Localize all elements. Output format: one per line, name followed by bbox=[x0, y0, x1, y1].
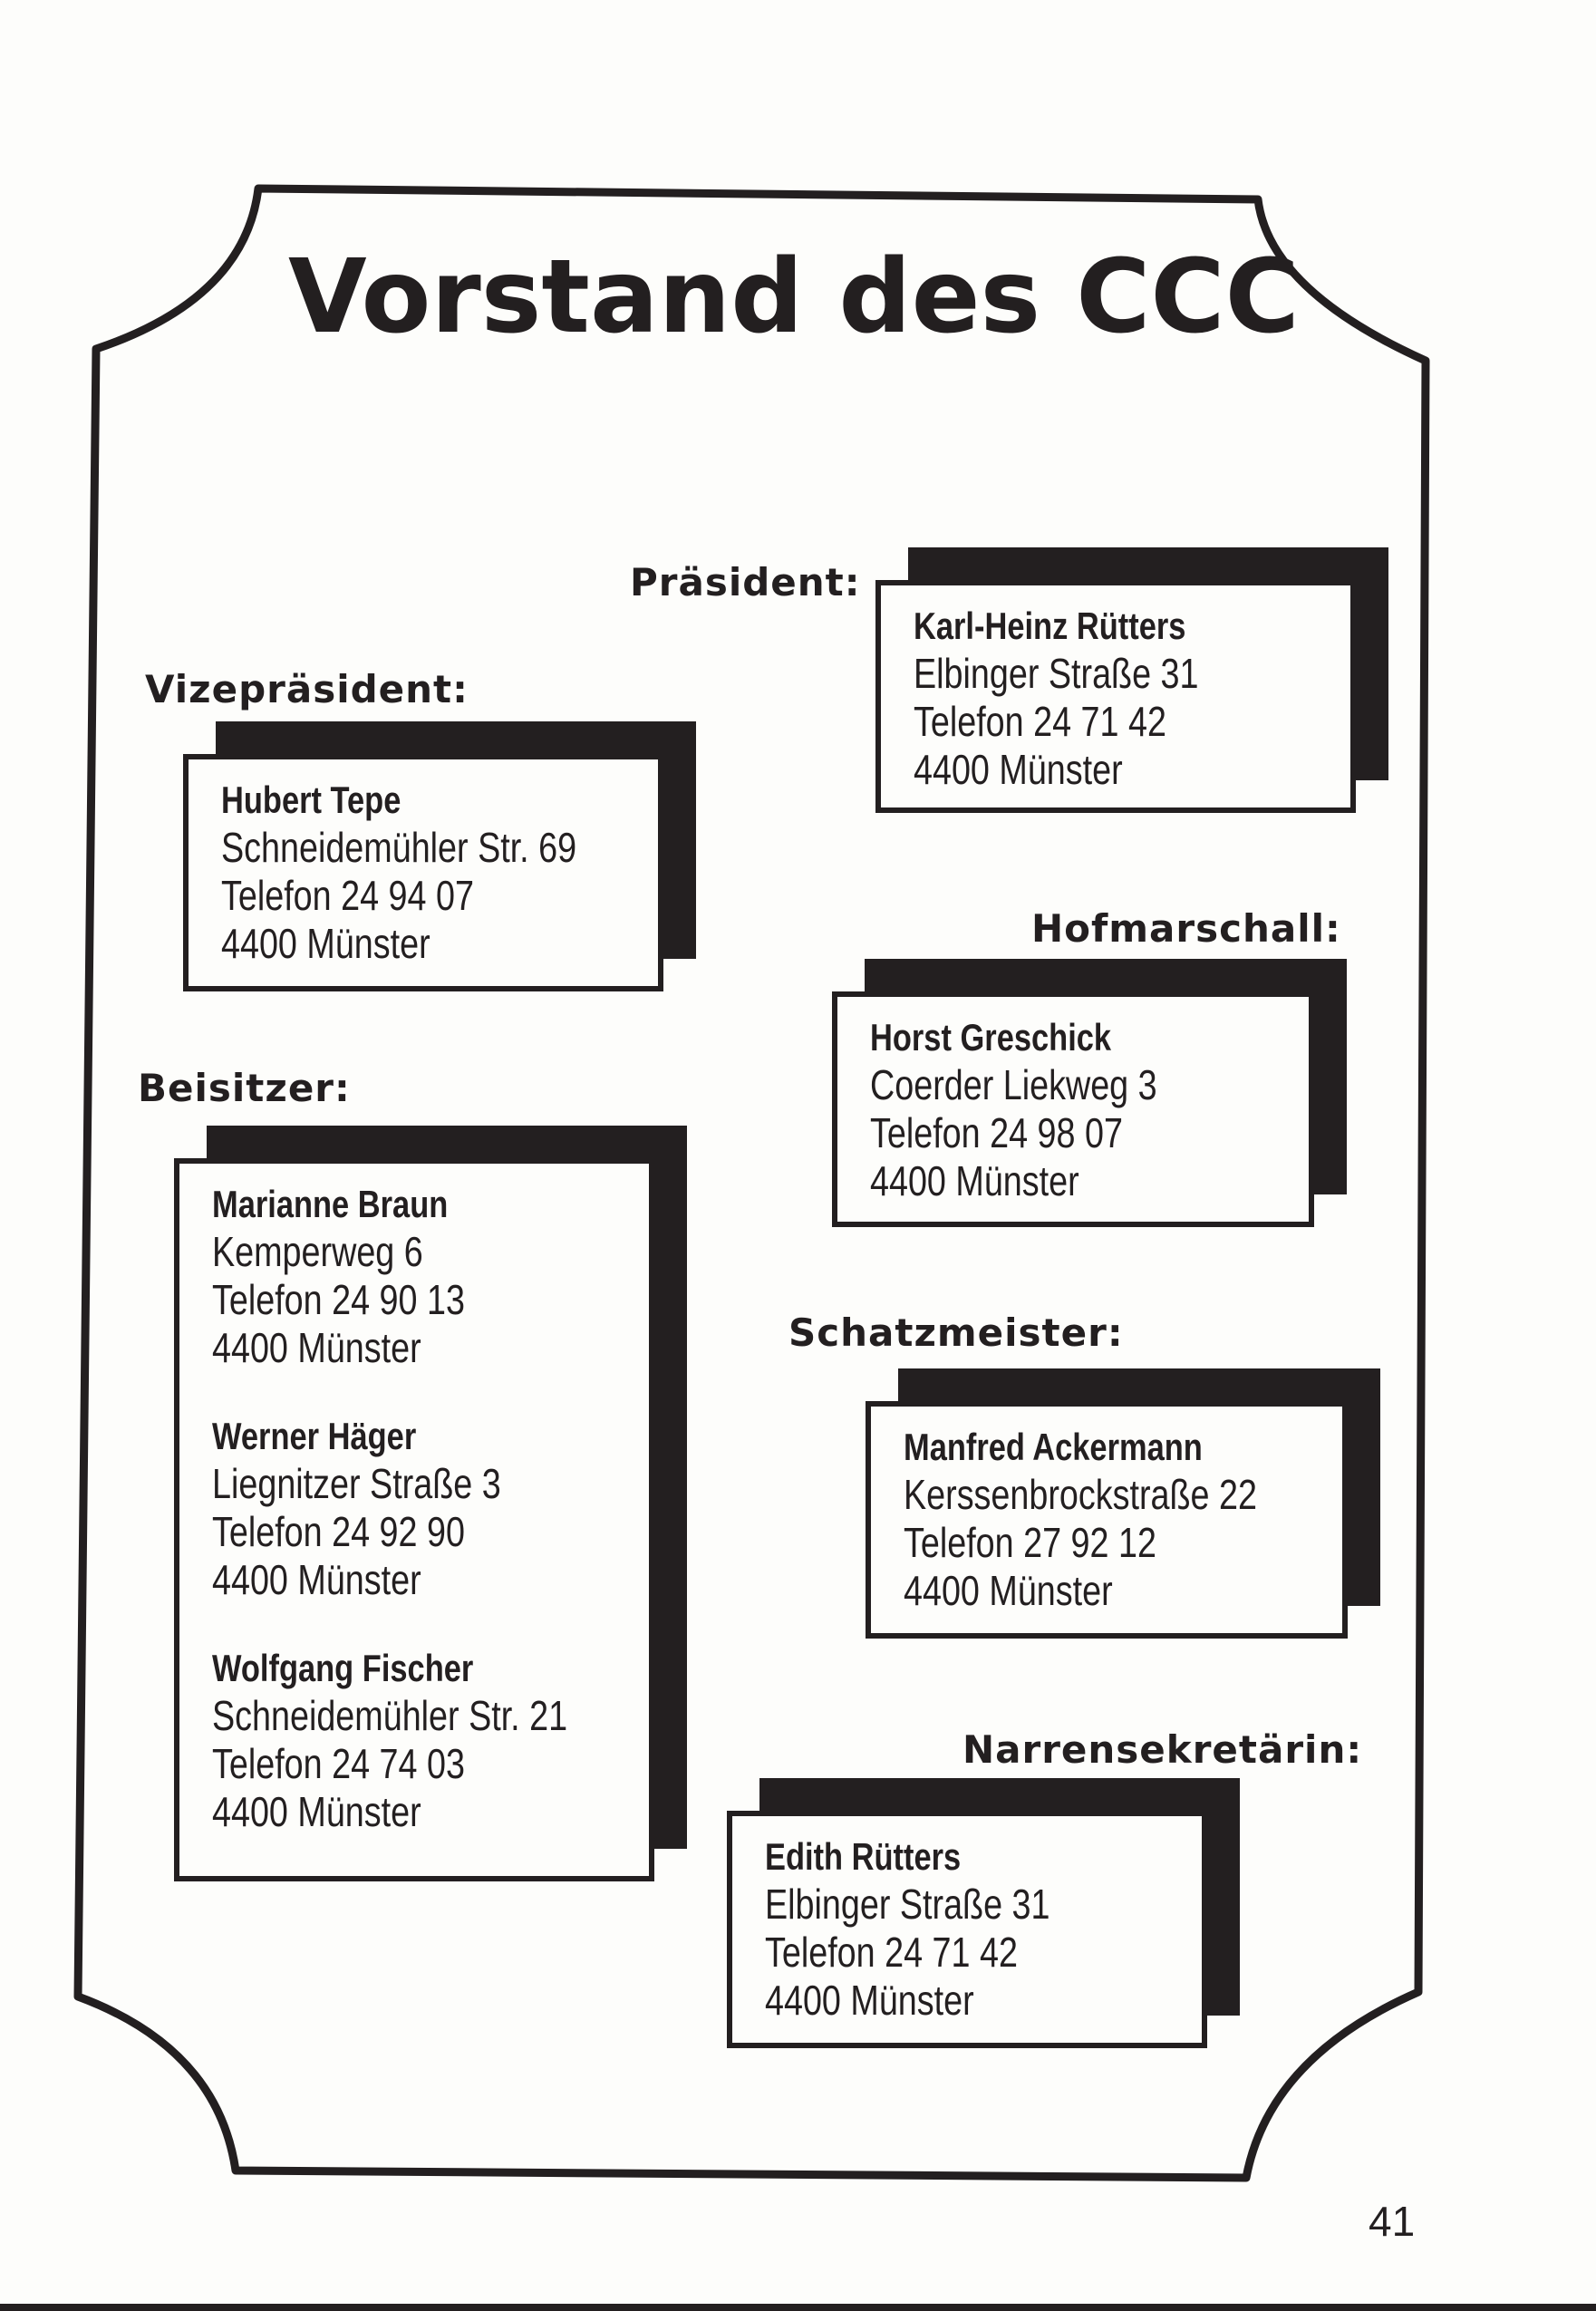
beisitzer-name: Wolfgang Fischer bbox=[212, 1647, 474, 1689]
narrensekretaerin-phone: Telefon 24 71 42 bbox=[765, 1929, 1018, 1976]
narrensekretaerin-city: 4400 Münster bbox=[765, 1977, 974, 2024]
role-label-beisitzer: Beisitzer: bbox=[138, 1066, 351, 1110]
praesident-name: Karl-Heinz Rütters bbox=[914, 604, 1186, 647]
card-schatzmeister: Manfred Ackermann Kerssenbrockstraße 22 … bbox=[866, 1401, 1348, 1639]
schatzmeister-phone: Telefon 27 92 12 bbox=[904, 1519, 1156, 1566]
role-label-hofmarschall: Hofmarschall: bbox=[1031, 906, 1341, 951]
hofmarschall-phone: Telefon 24 98 07 bbox=[870, 1109, 1123, 1156]
hofmarschall-city: 4400 Münster bbox=[870, 1157, 1079, 1204]
beisitzer-phone: Telefon 24 74 03 bbox=[212, 1740, 465, 1787]
beisitzer-entry: Werner Häger Liegnitzer Straße 3 Telefon… bbox=[212, 1412, 649, 1604]
card-beisitzer: Marianne Braun Kemperweg 6 Telefon 24 90… bbox=[174, 1158, 654, 1881]
vizepraesident-street: Schneidemühler Str. 69 bbox=[221, 824, 577, 871]
beisitzer-street: Liegnitzer Straße 3 bbox=[212, 1460, 501, 1507]
beisitzer-name: Marianne Braun bbox=[212, 1183, 449, 1225]
card-narrensekretaerin: Edith Rütters Elbinger Straße 31 Telefon… bbox=[727, 1811, 1207, 2048]
vizepraesident-name: Hubert Tepe bbox=[221, 778, 401, 821]
role-label-vizepraesident: Vizepräsident: bbox=[145, 667, 469, 711]
beisitzer-street: Kemperweg 6 bbox=[212, 1228, 423, 1275]
praesident-street: Elbinger Straße 31 bbox=[914, 650, 1199, 697]
card-praesident: Karl-Heinz Rütters Elbinger Straße 31 Te… bbox=[875, 580, 1356, 813]
beisitzer-phone: Telefon 24 90 13 bbox=[212, 1276, 465, 1323]
beisitzer-phone: Telefon 24 92 90 bbox=[212, 1508, 465, 1555]
page-title: Vorstand des CCC bbox=[288, 238, 1300, 356]
beisitzer-city: 4400 Münster bbox=[212, 1324, 421, 1371]
hofmarschall-name: Horst Greschick bbox=[870, 1016, 1112, 1059]
vizepraesident-phone: Telefon 24 94 07 bbox=[221, 872, 474, 919]
beisitzer-city: 4400 Münster bbox=[212, 1556, 421, 1603]
role-label-praesident: Präsident: bbox=[630, 560, 861, 604]
beisitzer-name: Werner Häger bbox=[212, 1415, 417, 1457]
praesident-city: 4400 Münster bbox=[914, 746, 1123, 793]
hofmarschall-street: Coerder Liekweg 3 bbox=[870, 1061, 1157, 1108]
beisitzer-street: Schneidemühler Str. 21 bbox=[212, 1692, 568, 1739]
beisitzer-entry: Marianne Braun Kemperweg 6 Telefon 24 90… bbox=[212, 1180, 649, 1372]
vizepraesident-city: 4400 Münster bbox=[221, 920, 430, 967]
narrensekretaerin-street: Elbinger Straße 31 bbox=[765, 1881, 1050, 1928]
card-vizepraesident: Hubert Tepe Schneidemühler Str. 69 Telef… bbox=[183, 754, 663, 991]
page-edge-rule bbox=[0, 2304, 1596, 2311]
praesident-phone: Telefon 24 71 42 bbox=[914, 698, 1166, 745]
beisitzer-city: 4400 Münster bbox=[212, 1788, 421, 1835]
beisitzer-entry: Wolfgang Fischer Schneidemühler Str. 21 … bbox=[212, 1644, 649, 1836]
schatzmeister-city: 4400 Münster bbox=[904, 1567, 1113, 1614]
card-hofmarschall: Horst Greschick Coerder Liekweg 3 Telefo… bbox=[832, 991, 1314, 1227]
narrensekretaerin-name: Edith Rütters bbox=[765, 1835, 962, 1878]
role-label-narrensekretaerin: Narrensekretärin: bbox=[962, 1727, 1363, 1772]
schatzmeister-street: Kerssenbrockstraße 22 bbox=[904, 1471, 1257, 1518]
schatzmeister-name: Manfred Ackermann bbox=[904, 1426, 1203, 1468]
role-label-schatzmeister: Schatzmeister: bbox=[788, 1310, 1124, 1355]
page-number: 41 bbox=[1369, 2198, 1416, 2245]
